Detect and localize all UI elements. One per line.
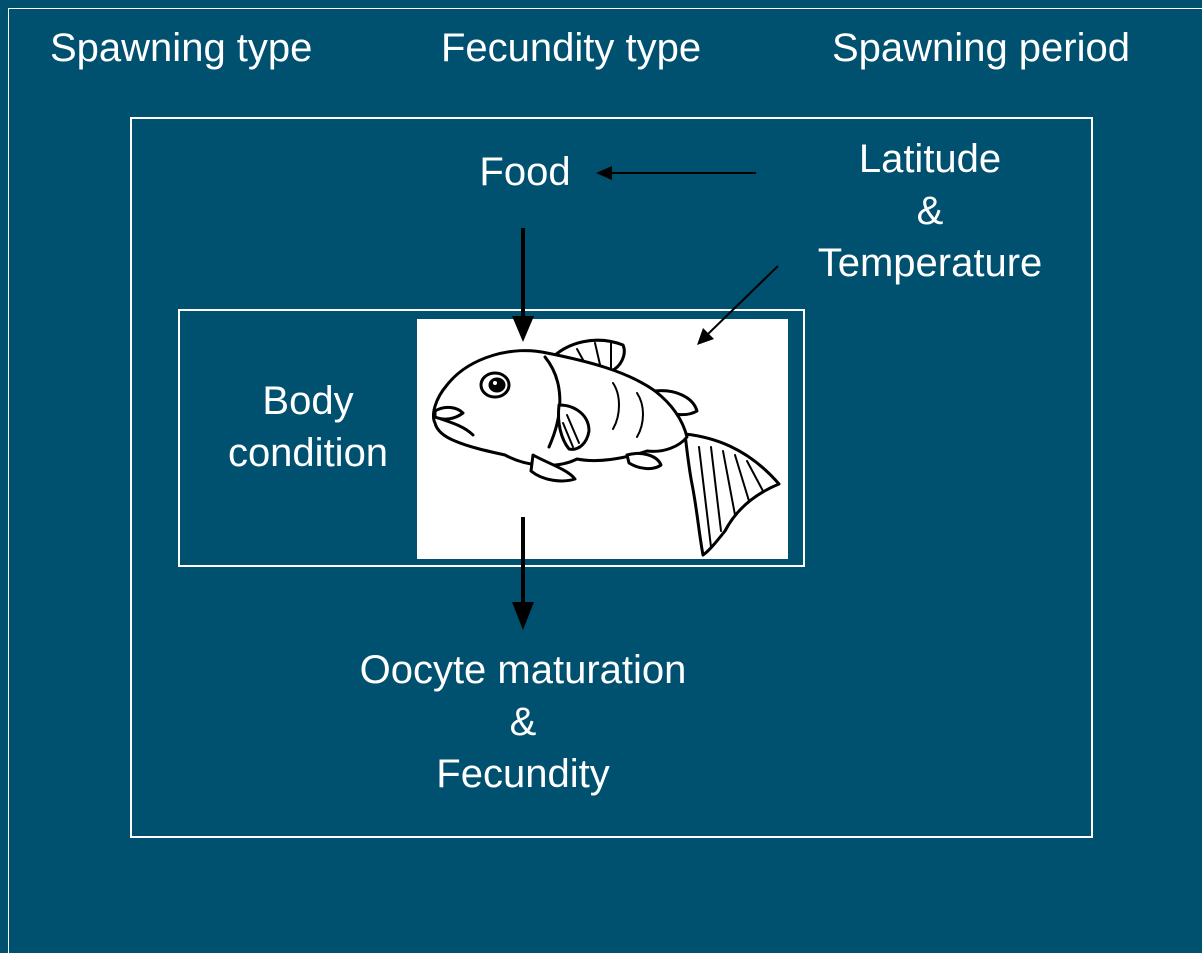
food-label: Food (440, 146, 610, 198)
latitude-temperature-label: Latitude & Temperature (790, 133, 1070, 289)
body-condition-label: Body condition (208, 375, 408, 479)
fish-icon (417, 319, 788, 559)
spawning-period-label: Spawning period (832, 22, 1130, 74)
fish-illustration-panel (417, 319, 788, 559)
oocyte-fecundity-label: Oocyte maturation & Fecundity (323, 644, 723, 800)
spawning-type-label: Spawning type (50, 22, 312, 74)
fecundity-type-label: Fecundity type (441, 22, 701, 74)
